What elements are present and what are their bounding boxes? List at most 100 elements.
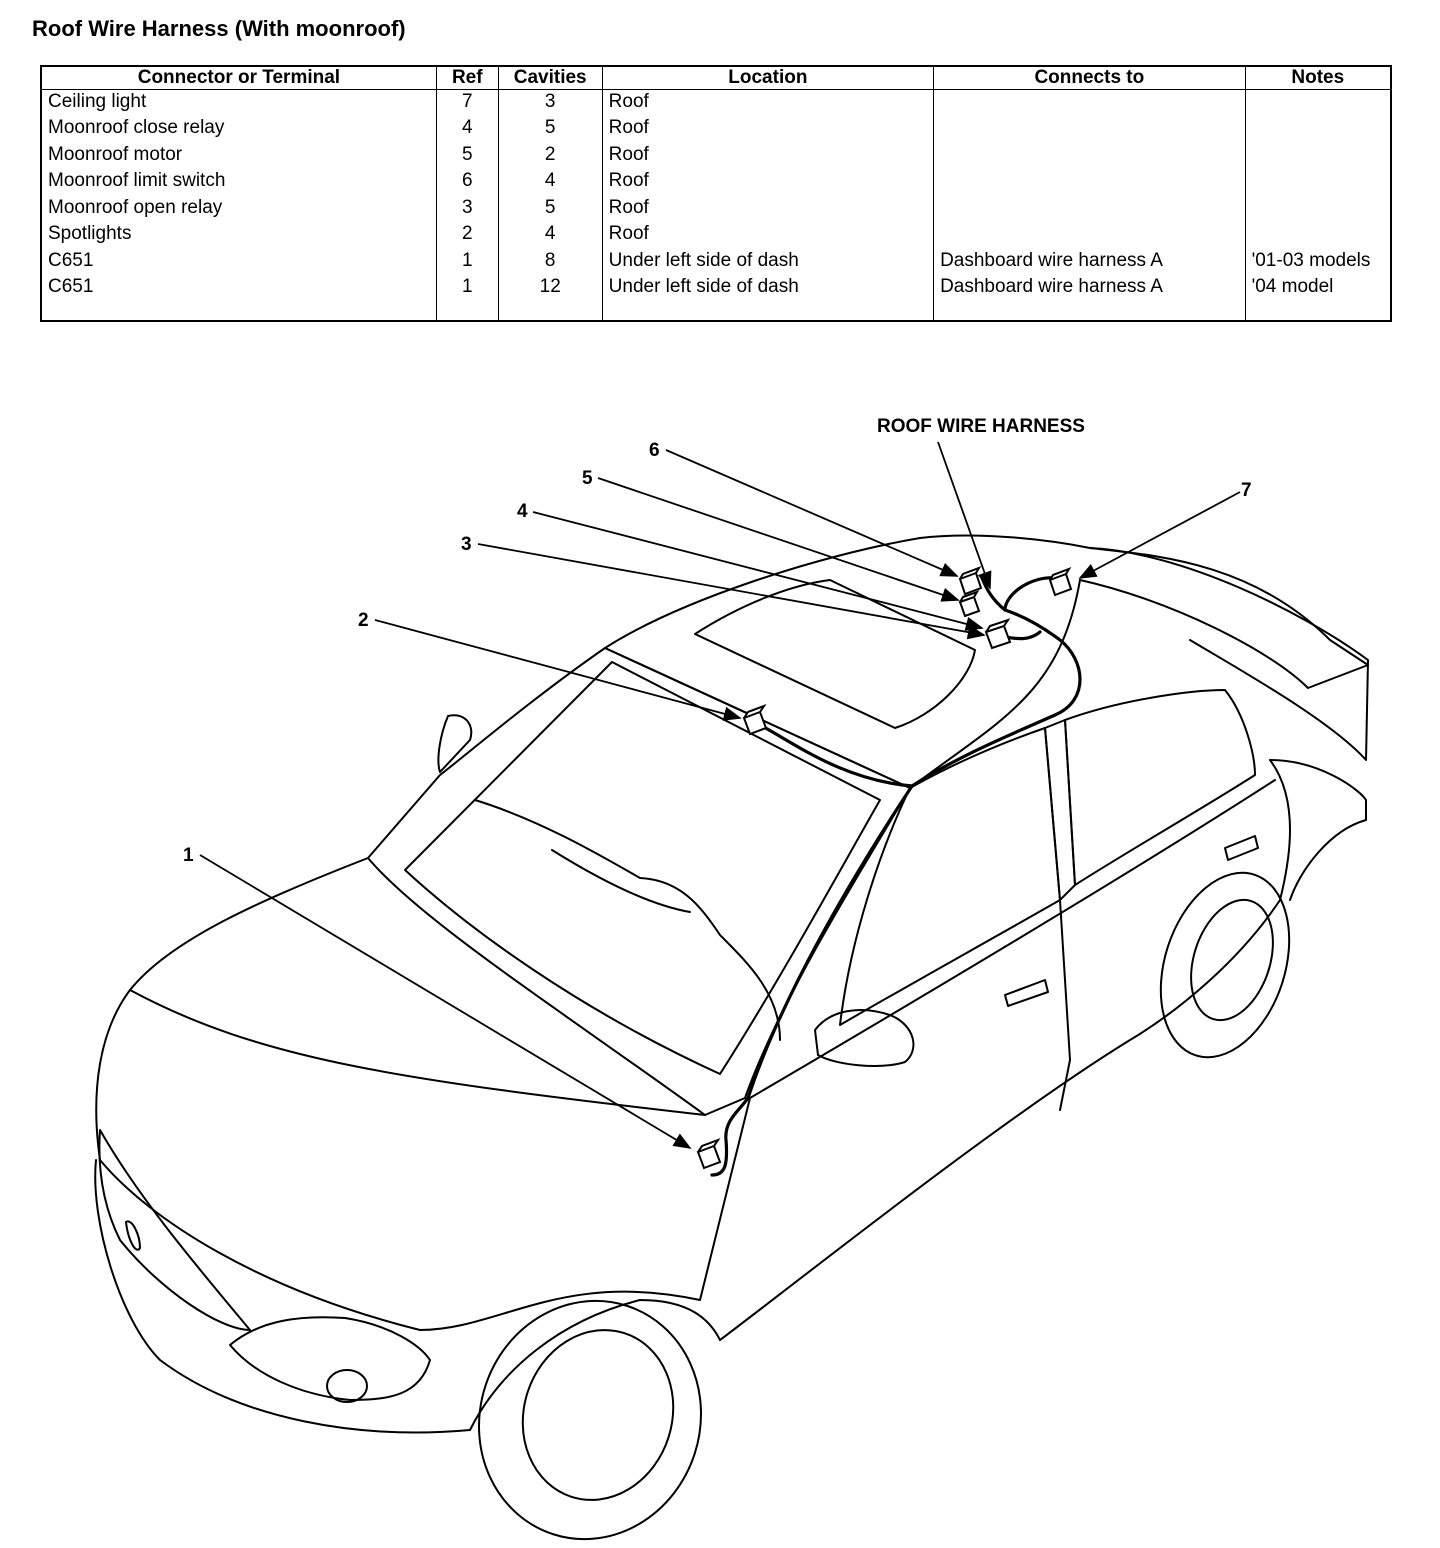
page-title: Roof Wire Harness (With moonroof) [32,16,406,41]
leader-5 [597,477,960,602]
cell-connector: Ceiling light [40,89,437,117]
cell-cavities: 12 [497,275,603,321]
table-header-row: Connector or Terminal Ref Cavities Locat… [40,65,1392,90]
header-ref: Ref [435,65,499,90]
cell-cavities: 4 [497,169,603,196]
cell-ref: 3 [435,195,499,223]
cell-notes [1244,222,1392,249]
harness-main-run [710,576,1082,1177]
b-pillar [1044,719,1076,901]
rear-door-handle [1224,835,1259,861]
connectors [696,566,1073,1170]
connector-7-icon [1048,567,1073,597]
cell-location: Under left side of dash [601,248,935,275]
emblem [125,1220,141,1251]
rear-rim [1190,898,1274,1022]
cell-cavities: 8 [497,248,603,275]
cell-connects-to [933,195,1246,223]
leader-4 [532,511,984,631]
callout-4: 4 [517,501,528,522]
callout-leaders [199,441,1241,1149]
cell-ref: 1 [435,275,499,321]
callout-6: 6 [649,440,660,461]
hood [95,857,751,1331]
rear-tire [1159,871,1291,1059]
connector-5-icon [958,566,983,596]
front-rim [521,1329,675,1501]
left-mirror [437,714,473,773]
cell-cavities: 2 [497,142,603,170]
harness-diagram: 1 2 3 4 5 6 7 ROOF WIRE HARNESS [94,416,1369,1541]
front-tire [478,1299,702,1541]
leader-3 [477,543,986,640]
table-row: C651 1 12 Under left side of dash Dashbo… [40,275,1392,321]
cell-connector: Moonroof motor [40,142,437,170]
cell-cavities: 3 [497,89,603,117]
hood-crease [129,989,706,1116]
table-row: Moonroof close relay 4 5 Roof [40,116,1392,143]
leader-harness [937,441,992,590]
cell-connector: C651 [40,248,437,275]
table-row: C651 1 8 Under left side of dash Dashboa… [40,248,1392,275]
leader-2 [374,619,742,721]
cell-connects-to: Dashboard wire harness A [933,275,1246,321]
cell-connects-to [933,89,1246,117]
table-row: Ceiling light 7 3 Roof [40,89,1392,117]
cell-connector: Spotlights [40,222,437,249]
cell-ref: 6 [435,169,499,196]
table-row: Moonroof limit switch 6 4 Roof [40,169,1392,196]
cell-ref: 7 [435,89,499,117]
callout-5: 5 [582,468,593,489]
cell-connector: Moonroof open relay [40,195,437,223]
cell-connector: Moonroof limit switch [40,169,437,196]
headlight [229,1316,431,1401]
cell-location: Roof [601,142,935,170]
cell-notes [1244,195,1392,223]
cell-connects-to [933,142,1246,170]
header-connects-to: Connects to [933,65,1246,90]
header-cavities: Cavities [497,65,603,90]
cell-location: Roof [601,195,935,223]
fog-light [326,1369,368,1403]
dashboard-line [551,849,691,913]
cell-cavities: 4 [497,222,603,249]
rear-door-window [1064,689,1256,886]
table-row: Moonroof open relay 3 5 Roof [40,195,1392,223]
connector-table: Connector or Terminal Ref Cavities Locat… [40,65,1392,322]
cell-cavities: 5 [497,195,603,223]
cell-connects-to [933,222,1246,249]
cell-notes: '01-03 models [1244,248,1392,275]
table-row: Moonroof motor 5 2 Roof [40,142,1392,170]
cell-connects-to [933,116,1246,143]
front-door-window [839,727,1061,1026]
cell-notes [1244,116,1392,143]
leader-1 [199,854,692,1149]
body-side [719,759,1291,1341]
cell-ref: 1 [435,248,499,275]
grille [98,1129,251,1331]
harness-label: ROOF WIRE HARNESS [877,416,1085,437]
cell-notes [1244,89,1392,117]
cell-notes [1244,142,1392,170]
callout-7: 7 [1241,480,1252,501]
roof-panel [604,534,1369,689]
cell-location: Roof [601,116,935,143]
leader-6 [665,449,959,577]
connector-3-icon [984,618,1012,650]
front-fender [469,1299,721,1431]
cell-location: Roof [601,89,935,117]
table-row: Spotlights 2 4 Roof [40,222,1392,249]
leader-7 [1078,491,1241,579]
roof-edge [604,579,1081,789]
cell-connects-to [933,169,1246,196]
rear-deck [1089,547,1369,761]
connector-4-icon [958,590,981,618]
callout-2: 2 [358,610,369,631]
cell-notes [1244,169,1392,196]
connector-2-icon [742,703,768,736]
header-connector: Connector or Terminal [40,65,437,90]
door-lower-line [749,779,1276,1099]
header-location: Location [601,65,935,90]
cell-location: Under left side of dash [601,275,935,321]
callout-1: 1 [183,845,194,866]
